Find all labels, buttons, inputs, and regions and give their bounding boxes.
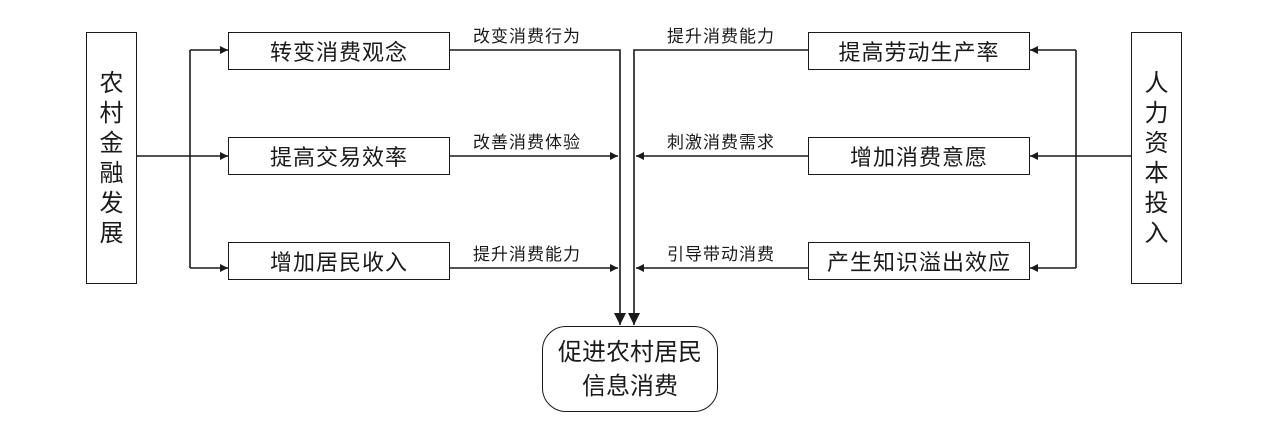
right-box-3: 产生知识溢出效应 <box>808 242 1030 280</box>
left-edge-label-3: 提升消费能力 <box>473 245 581 265</box>
right-edge-label-1: 提升消费能力 <box>667 27 775 47</box>
right-edge-label-2: 刺激消费需求 <box>667 133 775 153</box>
left-effect-1 <box>450 49 626 325</box>
right-box-1: 提高劳动生产率 <box>808 32 1030 70</box>
right-effect-1 <box>628 49 808 325</box>
left-edge-label-2: 改善消费体验 <box>473 133 581 153</box>
left-edge-label-1: 改变消费行为 <box>473 27 581 47</box>
left-box-1: 转变消费观念 <box>228 32 450 70</box>
result-box: 促进农村居民 信息消费 <box>542 326 718 412</box>
left-box-2: 提高交易效率 <box>228 137 450 175</box>
right-box-2: 增加消费意愿 <box>808 137 1030 175</box>
source-human-capital: 人力资本投入 <box>1131 32 1182 284</box>
source-rural-finance: 农村金融发展 <box>86 32 137 284</box>
left-box-3: 增加居民收入 <box>228 242 450 280</box>
right-edge-label-3: 引导带动消费 <box>667 245 775 265</box>
